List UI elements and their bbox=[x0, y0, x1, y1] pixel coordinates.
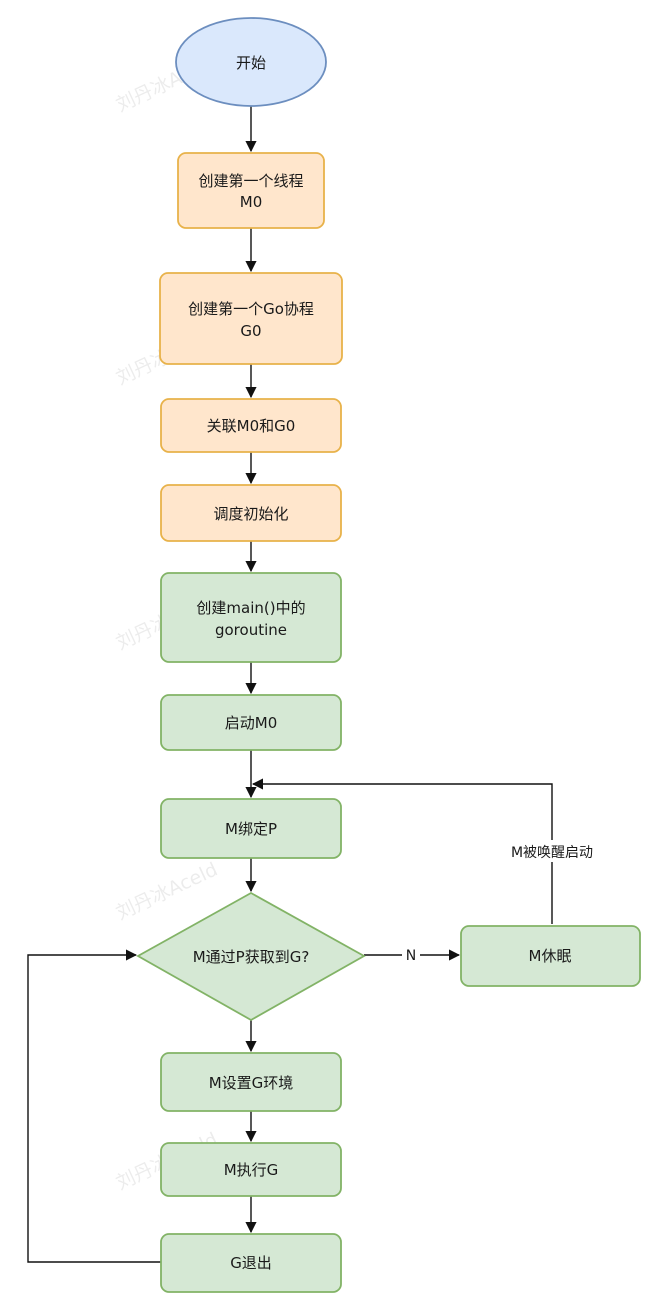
node-create-m0-line1: 创建第一个线程 bbox=[198, 172, 303, 190]
node-exec-g-label: M执行G bbox=[224, 1161, 279, 1179]
edge-sleep-wake-loop bbox=[251, 778, 553, 924]
node-set-env-label: M设置G环境 bbox=[209, 1074, 294, 1092]
watermark-4: 刘丹冰Aceld bbox=[113, 858, 221, 924]
node-create-g0-line1: 创建第一个Go协程 bbox=[188, 300, 314, 318]
bind-m0-g0-box bbox=[160, 398, 342, 453]
node-bind-m0-g0: 关联M0和G0 bbox=[160, 398, 342, 453]
g-exit-box bbox=[160, 1233, 342, 1293]
node-sched-init-label: 调度初始化 bbox=[213, 505, 288, 523]
node-start-label: 开始 bbox=[236, 54, 266, 72]
nodes: 开始 创建第一个线程 M0 创建第一个Go协程 G0 关联M0和G0 调度初始化… bbox=[136, 17, 641, 1293]
node-set-env: M设置G环境 bbox=[160, 1052, 342, 1112]
start-m0-box bbox=[160, 694, 342, 751]
node-start: 开始 bbox=[175, 17, 327, 107]
wake-label-bg bbox=[500, 840, 606, 862]
sched-init-box bbox=[160, 484, 342, 542]
node-start-m0-label: 启动M0 bbox=[225, 714, 278, 732]
edge-label-wake: M被唤醒启动 bbox=[511, 844, 593, 861]
node-create-m0-line2: M0 bbox=[240, 193, 263, 211]
edge-labels: N M被唤醒启动 bbox=[402, 840, 606, 965]
node-m-bind-p: M绑定P bbox=[160, 798, 342, 859]
m-sleep-box bbox=[460, 925, 641, 987]
node-sched-init: 调度初始化 bbox=[160, 484, 342, 542]
node-m-sleep-label: M休眠 bbox=[529, 947, 572, 965]
create-main-box bbox=[160, 572, 342, 663]
start-ellipse bbox=[175, 17, 327, 107]
m-bind-p-box bbox=[160, 798, 342, 859]
node-decision: M通过P获取到G? bbox=[136, 891, 366, 1022]
node-create-main-line2: goroutine bbox=[215, 621, 287, 639]
create-g0-box bbox=[159, 272, 343, 365]
edge-exit-loop bbox=[27, 949, 161, 1263]
create-m0-box bbox=[177, 152, 325, 229]
connectors bbox=[27, 106, 553, 1263]
node-create-m0: 创建第一个线程 M0 bbox=[177, 152, 325, 229]
decision-diamond bbox=[136, 891, 366, 1022]
exec-g-box bbox=[160, 1142, 342, 1197]
node-create-g0: 创建第一个Go协程 G0 bbox=[159, 272, 343, 365]
node-g-exit-label: G退出 bbox=[230, 1254, 272, 1272]
node-m-sleep: M休眠 bbox=[460, 925, 641, 987]
node-m-bind-p-label: M绑定P bbox=[225, 820, 277, 838]
node-create-g0-line2: G0 bbox=[240, 322, 261, 340]
node-g-exit: G退出 bbox=[160, 1233, 342, 1293]
node-create-main: 创建main()中的 goroutine bbox=[160, 572, 342, 663]
no-label-bg bbox=[402, 945, 420, 965]
edge-label-no: N bbox=[406, 948, 416, 964]
node-exec-g: M执行G bbox=[160, 1142, 342, 1197]
node-create-main-line1: 创建main()中的 bbox=[196, 599, 305, 617]
node-decision-label: M通过P获取到G? bbox=[193, 948, 310, 966]
node-bind-m0-g0-label: 关联M0和G0 bbox=[207, 417, 296, 435]
set-env-box bbox=[160, 1052, 342, 1112]
node-start-m0: 启动M0 bbox=[160, 694, 342, 751]
